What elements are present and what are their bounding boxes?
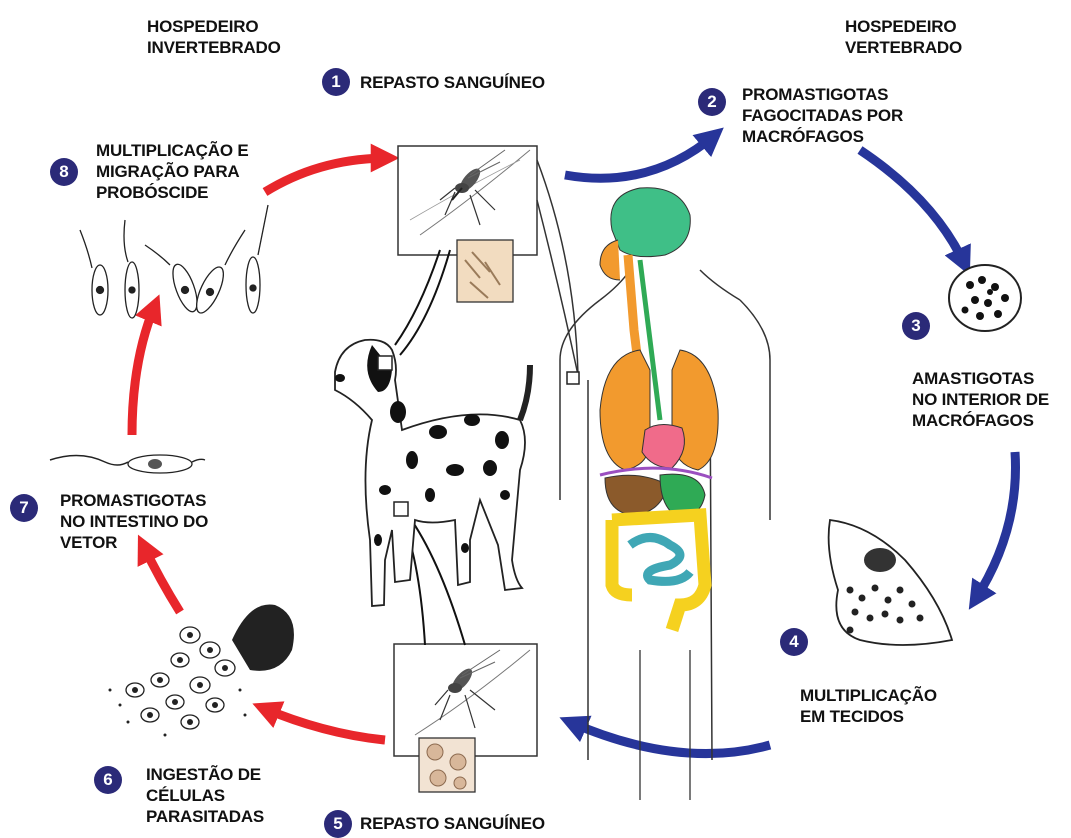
- dog-illustration: [335, 340, 530, 606]
- arrow-3-to-4: [975, 452, 1016, 600]
- step-4-label: MULTIPLICAÇÃO EM TECIDOS: [800, 685, 937, 727]
- arrow-8-to-1: [265, 158, 388, 192]
- arrow-5-to-6: [263, 708, 385, 740]
- step-6-badge: 6: [94, 766, 122, 794]
- vertebrate-host-label: HOSPEDEIRO VERTEBRADO: [845, 16, 962, 58]
- step-3-badge: 3: [902, 312, 930, 340]
- tissue-cell: [829, 520, 952, 645]
- invertebrate-host-label: HOSPEDEIRO INVERTEBRADO: [147, 16, 281, 58]
- arrow-1-to-2: [565, 135, 715, 178]
- sandfly-panel-top: [395, 146, 578, 375]
- promastigotes-group: [80, 205, 268, 318]
- step-1-label: REPASTO SANGUÍNEO: [360, 72, 545, 93]
- step-7-badge: 7: [10, 494, 38, 522]
- arrow-7-to-8: [132, 305, 155, 435]
- step-7-label: PROMASTIGOTAS NO INTESTINO DO VETOR: [60, 490, 208, 553]
- arrow-4-to-5: [570, 722, 770, 754]
- step-3-label: AMASTIGOTAS NO INTERIOR DE MACRÓFAGOS: [912, 368, 1049, 431]
- ingested-cells: [109, 604, 294, 736]
- arrow-2-to-3: [860, 150, 965, 265]
- brain: [611, 188, 690, 257]
- step-5-label: REPASTO SANGUÍNEO: [360, 813, 545, 834]
- step-2-badge: 2: [698, 88, 726, 116]
- macrophage-cell: [949, 265, 1021, 331]
- arrow-6-to-7: [143, 545, 180, 612]
- step-5-badge: 5: [324, 810, 352, 838]
- gut-promastigote: [50, 455, 205, 473]
- step-8-label: MULTIPLICAÇÃO E MIGRAÇÃO PARA PROBÓSCIDE: [96, 140, 249, 203]
- small-intestine: [630, 538, 690, 582]
- liver: [605, 475, 668, 515]
- step-4-badge: 4: [780, 628, 808, 656]
- large-intestine: [612, 515, 705, 630]
- step-8-badge: 8: [50, 158, 78, 186]
- step-2-label: PROMASTIGOTAS FAGOCITADAS POR MACRÓFAGOS: [742, 84, 903, 147]
- heart: [642, 424, 684, 468]
- step-6-label: INGESTÃO DE CÉLULAS PARASITADAS: [146, 764, 264, 827]
- human-body-illustration: [560, 188, 770, 800]
- step-1-badge: 1: [322, 68, 350, 96]
